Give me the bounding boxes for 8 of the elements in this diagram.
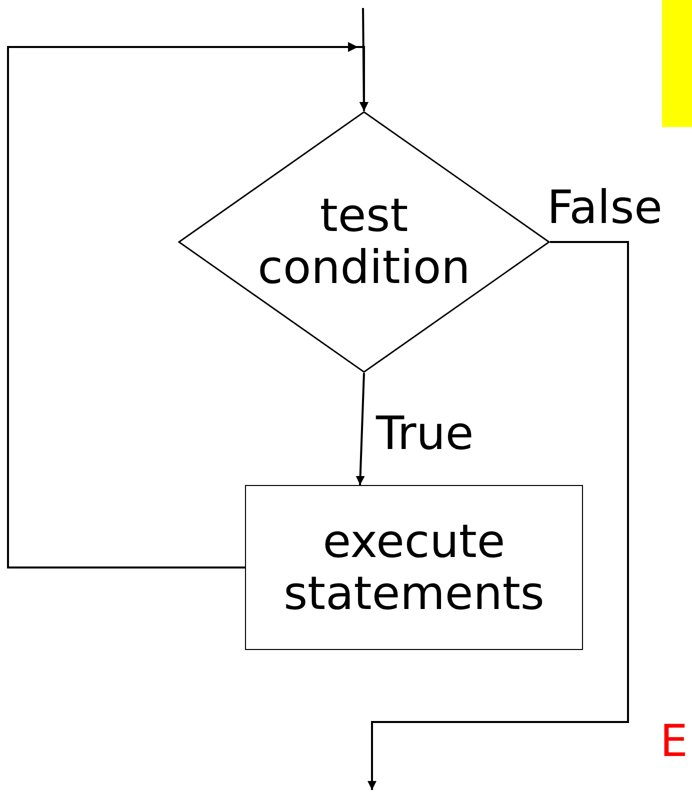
process-box bbox=[245, 485, 583, 650]
note-text: E bbox=[660, 720, 688, 764]
node-text: execute statements bbox=[282, 516, 546, 620]
decision-diamond bbox=[178, 111, 550, 373]
arrow bbox=[368, 241, 629, 790]
arrow bbox=[356, 372, 365, 486]
arrow bbox=[7, 46, 368, 568]
node-text: test condition bbox=[256, 190, 472, 294]
